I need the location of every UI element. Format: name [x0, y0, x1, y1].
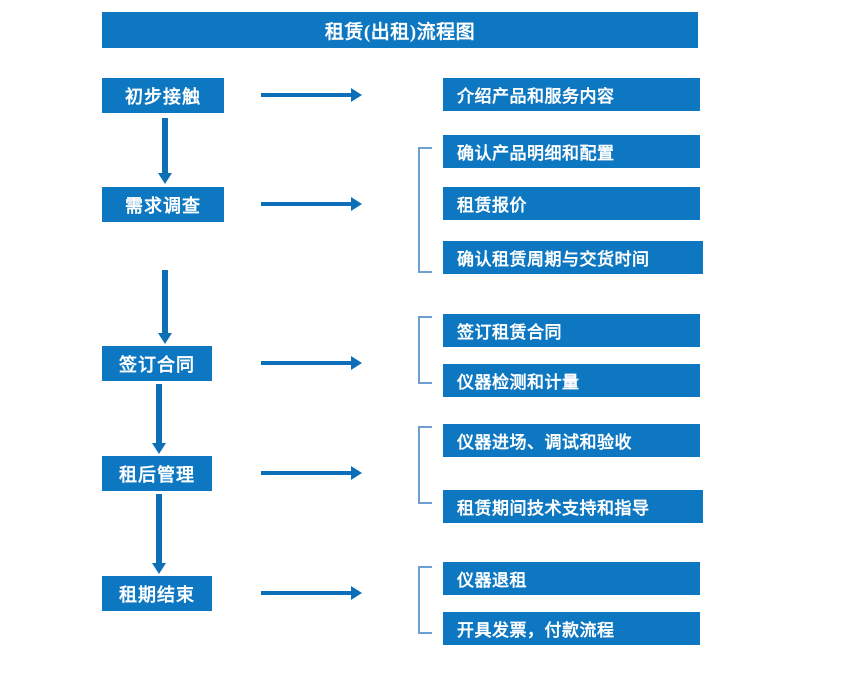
detail-box-confirm-rental-period[interactable]: 确认租赁周期与交货时间	[443, 241, 703, 274]
flowchart-title: 租赁(出租)流程图	[102, 12, 698, 48]
arrow-right-post-rental-management	[261, 466, 362, 480]
stage-box-post-rental-management[interactable]: 租后管理	[102, 456, 212, 491]
stage-box-sign-contract[interactable]: 签订合同	[102, 346, 212, 381]
stage-box-demand-survey[interactable]: 需求调查	[102, 187, 224, 222]
detail-box-instrument-inspection[interactable]: 仪器检测和计量	[443, 364, 700, 397]
stage-box-initial-contact[interactable]: 初步接触	[102, 78, 224, 113]
arrow-right-sign-contract	[261, 356, 362, 370]
detail-box-confirm-product-details[interactable]: 确认产品明细和配置	[443, 135, 700, 168]
arrow-down-demand-to-contract	[158, 270, 172, 344]
detail-box-instrument-entry-commissioning[interactable]: 仪器进场、调试和验收	[443, 424, 700, 457]
detail-box-rental-quotation[interactable]: 租赁报价	[443, 187, 700, 220]
stage-box-rental-end[interactable]: 租期结束	[102, 576, 212, 611]
arrow-right-initial-contact	[261, 88, 362, 102]
group-bracket-rental-end	[418, 566, 432, 634]
detail-box-sign-rental-contract[interactable]: 签订租赁合同	[443, 314, 700, 347]
group-bracket-sign-contract	[418, 316, 432, 384]
arrow-down-initial-to-demand	[158, 118, 172, 184]
arrow-down-management-to-end	[152, 494, 166, 574]
detail-box-instrument-return[interactable]: 仪器退租	[443, 562, 700, 595]
group-bracket-demand-survey	[418, 147, 432, 273]
arrow-down-contract-to-management	[152, 384, 166, 454]
arrow-right-rental-end	[261, 586, 362, 600]
group-bracket-post-rental-management	[418, 426, 432, 504]
detail-box-technical-support[interactable]: 租赁期间技术支持和指导	[443, 490, 703, 523]
detail-box-introduce-products[interactable]: 介绍产品和服务内容	[443, 78, 700, 111]
arrow-right-demand-survey	[261, 197, 362, 211]
detail-box-invoice-payment[interactable]: 开具发票，付款流程	[443, 612, 700, 645]
